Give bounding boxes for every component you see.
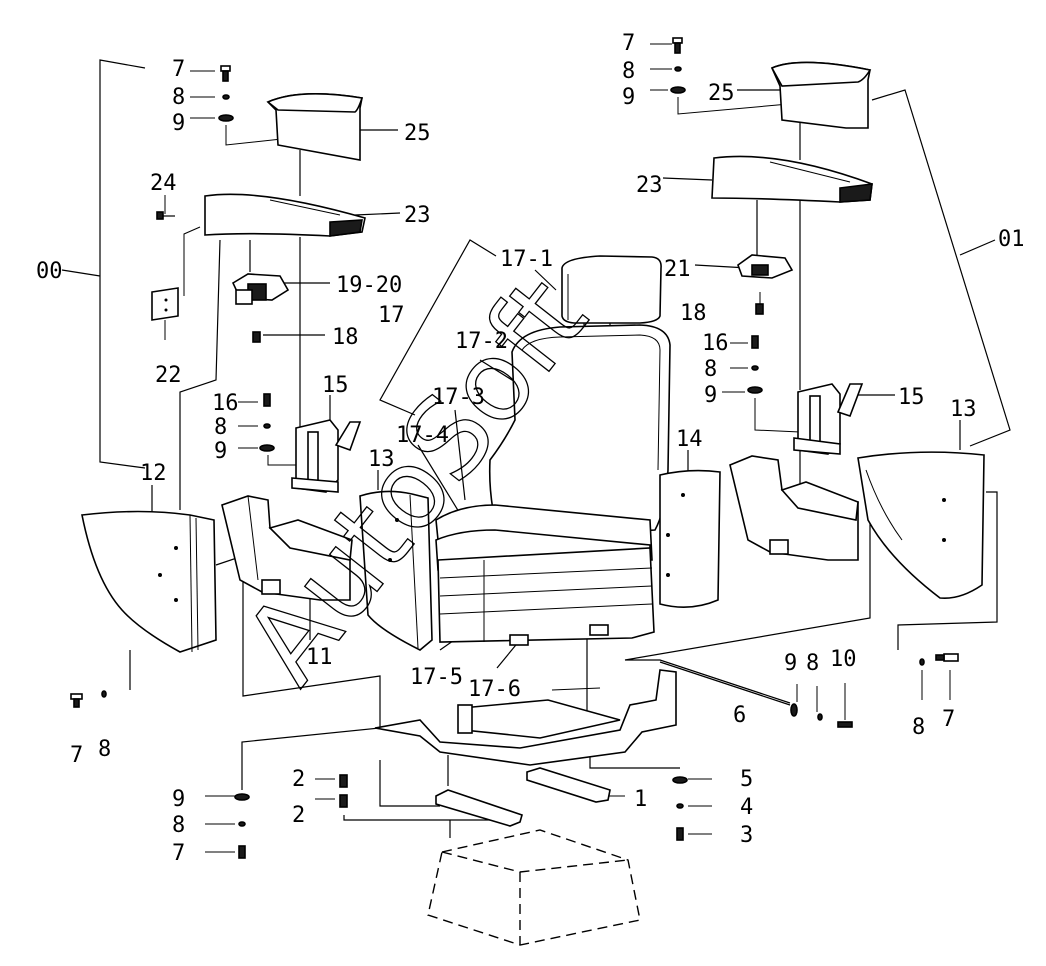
bolt-18-left xyxy=(252,331,261,343)
side-cover-13-left xyxy=(359,490,433,651)
callout-17-5: 17-5 xyxy=(410,665,463,690)
bolt-18-right xyxy=(755,303,764,315)
callout-7: 7 xyxy=(172,57,185,82)
callout-22: 22 xyxy=(155,363,182,388)
callout-8: 8 xyxy=(622,59,635,84)
bracket-15-right xyxy=(793,383,864,455)
callout-7: 7 xyxy=(172,841,185,866)
headrest-17-1 xyxy=(561,255,662,332)
callout-labels: 00 01 7 8 9 25 24 23 22 19-20 18 16 8 9 … xyxy=(36,31,1025,866)
callout-2: 2 xyxy=(292,767,305,792)
armrest-23-right xyxy=(711,155,873,203)
callout-14: 14 xyxy=(676,427,703,452)
callout-7: 7 xyxy=(622,31,635,56)
callout-8: 8 xyxy=(806,651,819,676)
callout-18: 18 xyxy=(680,301,707,326)
rail-1-left xyxy=(435,789,523,827)
fasteners-5-4-3 xyxy=(672,776,688,841)
callout-9: 9 xyxy=(704,383,717,408)
callout-21: 21 xyxy=(664,257,691,282)
fasteners-9-8-10 xyxy=(790,703,853,728)
callout-16: 16 xyxy=(212,391,239,416)
callout-10: 10 xyxy=(830,647,857,672)
callout-01: 01 xyxy=(998,227,1025,252)
fasteners-7-8-9-top-right xyxy=(670,37,686,94)
callout-25: 25 xyxy=(404,121,431,146)
support-11 xyxy=(221,495,353,601)
callout-8: 8 xyxy=(172,813,185,838)
callout-7: 7 xyxy=(70,743,83,768)
callout-2: 2 xyxy=(292,803,305,828)
callout-15: 15 xyxy=(322,373,349,398)
bracket-15-left xyxy=(291,419,362,493)
callout-16: 16 xyxy=(702,331,729,356)
callout-24: 24 xyxy=(150,171,177,196)
callout-9: 9 xyxy=(172,787,185,812)
callout-9: 9 xyxy=(784,651,797,676)
callout-12: 12 xyxy=(140,461,167,486)
callout-9: 9 xyxy=(622,85,635,110)
bolts-2 xyxy=(339,774,348,808)
base-frame-6 xyxy=(374,669,677,766)
callout-13: 13 xyxy=(950,397,977,422)
callout-17-2: 17-2 xyxy=(455,329,508,354)
callout-25: 25 xyxy=(708,81,735,106)
armrest-23-left xyxy=(204,193,366,237)
callout-23: 23 xyxy=(636,173,663,198)
callout-5: 5 xyxy=(740,767,753,792)
callout-7: 7 xyxy=(942,707,955,732)
callout-1: 1 xyxy=(634,787,647,812)
plate-22 xyxy=(151,287,179,321)
callout-00: 00 xyxy=(36,259,63,284)
callout-8: 8 xyxy=(912,715,925,740)
side-cover-12 xyxy=(81,510,217,653)
callout-9: 9 xyxy=(214,439,227,464)
callout-6: 6 xyxy=(733,703,746,728)
callout-9: 9 xyxy=(172,111,185,136)
latch-21 xyxy=(737,254,794,279)
callout-17: 17 xyxy=(378,303,405,328)
callout-15: 15 xyxy=(898,385,925,410)
callout-8: 8 xyxy=(214,415,227,440)
callout-8: 8 xyxy=(98,737,111,762)
callout-3: 3 xyxy=(740,823,753,848)
callout-4: 4 xyxy=(740,795,753,820)
callout-18: 18 xyxy=(332,325,359,350)
callout-17-6: 17-6 xyxy=(468,677,521,702)
armrest-pad-25-left xyxy=(266,93,364,161)
callout-19-20: 19-20 xyxy=(336,273,402,298)
screw-24 xyxy=(156,211,175,220)
cab-mount-box xyxy=(427,829,641,946)
callout-17-3: 17-3 xyxy=(432,385,485,410)
callout-13: 13 xyxy=(368,447,395,472)
slide-17-6 xyxy=(509,624,609,646)
latch-19-20 xyxy=(231,273,290,305)
side-cover-14 xyxy=(659,469,721,608)
callout-8: 8 xyxy=(172,85,185,110)
side-cover-13-right xyxy=(857,451,985,600)
callout-11: 11 xyxy=(306,645,333,670)
fasteners-7-8-9-top-left xyxy=(218,65,234,122)
fasteners-7-8-left xyxy=(70,690,107,708)
fasteners-16-8-9-left xyxy=(259,393,275,452)
callout-8: 8 xyxy=(704,357,717,382)
callout-23: 23 xyxy=(404,203,431,228)
fasteners-8-7-right xyxy=(919,653,959,666)
callout-17-1: 17-1 xyxy=(500,247,553,272)
rail-1-right xyxy=(526,767,611,803)
callout-17-4: 17-4 xyxy=(396,423,449,448)
fasteners-9-8-7-lower-left xyxy=(234,793,250,859)
support-right xyxy=(729,455,859,561)
armrest-pad-25-right xyxy=(770,61,872,129)
suspension-17-5 xyxy=(437,547,655,643)
fasteners-16-8-9-right xyxy=(747,335,763,394)
